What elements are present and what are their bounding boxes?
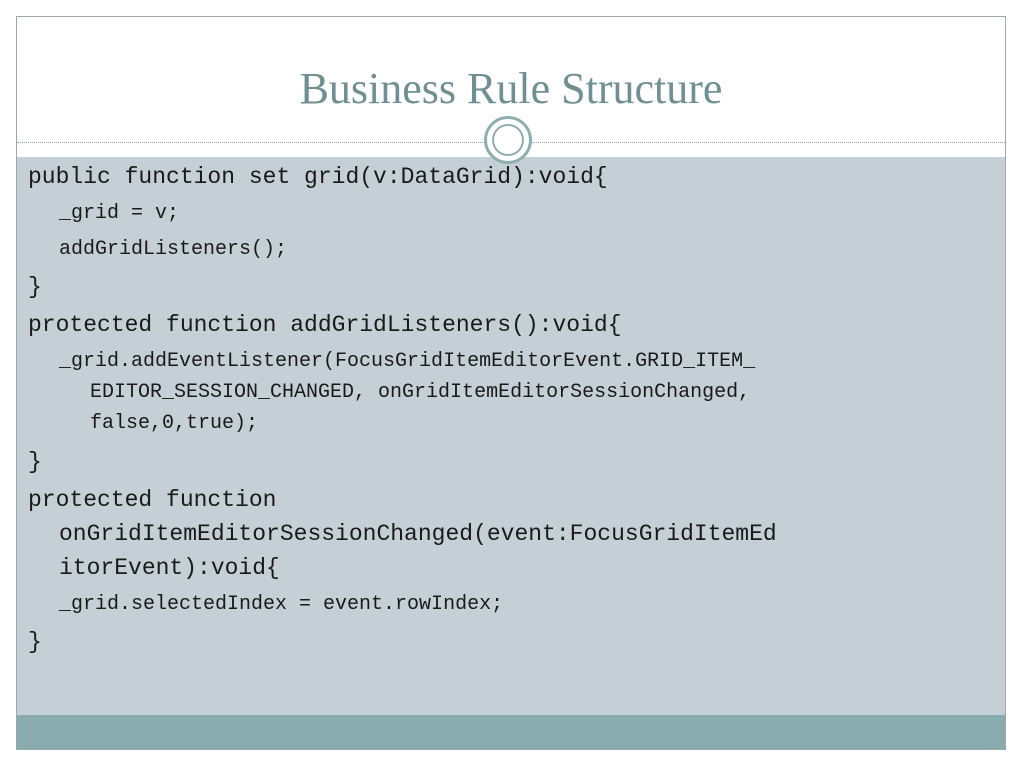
slide-frame: Business Rule Structure <box>16 16 1006 750</box>
code-line: protected function addGridListeners():vo… <box>28 312 622 338</box>
content-area <box>17 157 1005 715</box>
code-line: addGridListeners(); <box>59 238 288 261</box>
code-line-wrapped: protected function onGridItemEditorSessi… <box>28 483 963 585</box>
code-line-continuation: false,0,true); <box>90 412 259 435</box>
code-line: } <box>28 449 42 475</box>
code-line: public function set grid(v:DataGrid):voi… <box>28 164 608 190</box>
code-line: _grid = v; <box>59 202 180 225</box>
code-line: _grid.selectedIndex = event.rowIndex; <box>59 593 504 616</box>
code-line: } <box>28 274 42 300</box>
footer-band <box>17 715 1005 749</box>
code-line: } <box>28 629 42 655</box>
code-line-wrapped: _grid.addEventListener(FocusGridItemEdit… <box>28 346 963 439</box>
code-line: protected function <box>28 487 277 513</box>
circle-ornament-icon <box>484 116 532 164</box>
code-line-continuation: itorEvent):void{ <box>59 555 280 581</box>
slide-title: Business Rule Structure <box>299 64 723 113</box>
code-line: _grid.addEventListener(FocusGridItemEdit… <box>59 350 756 373</box>
code-line-continuation: onGridItemEditorSessionChanged(event:Foc… <box>59 521 777 547</box>
code-block: public function set grid(v:DataGrid):voi… <box>28 160 963 659</box>
code-line-continuation: EDITOR_SESSION_CHANGED, onGridItemEditor… <box>90 381 751 404</box>
